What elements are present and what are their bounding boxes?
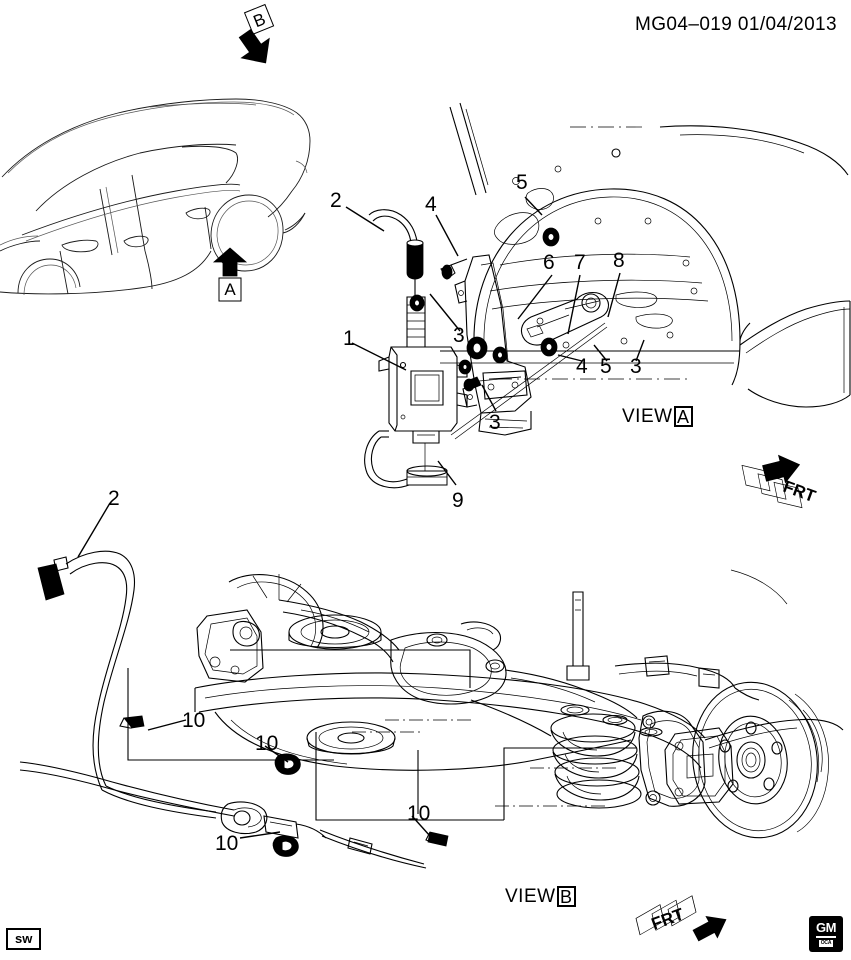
- callout-6: 6: [543, 251, 555, 274]
- clip-10-c: [272, 835, 299, 857]
- gm-logo: GM OCA: [809, 916, 843, 952]
- gm-logo-text: GM: [816, 920, 836, 935]
- clip-10-a: [119, 715, 145, 729]
- fastener-7: [466, 336, 488, 360]
- section-marker-b: B: [225, 3, 297, 70]
- view-b-cable-assembly: [19, 530, 520, 870]
- view-a-leader-lines: [320, 165, 740, 525]
- fastener-4-lower: [458, 359, 472, 375]
- frt-orientation-marker-view-b: FRT: [632, 892, 740, 950]
- fastener-4-upper: [440, 258, 468, 280]
- fastener-3-lower: [540, 337, 558, 357]
- callout-7: 7: [574, 251, 586, 274]
- callout-4-upper: 4: [425, 193, 437, 216]
- callout-3-mid: 3: [489, 411, 501, 434]
- section-marker-a: A: [206, 247, 254, 304]
- brake-rotor: [692, 681, 818, 839]
- fastener-3-mid: [463, 376, 482, 392]
- callout-8: 8: [613, 249, 625, 272]
- view-b-leader-lines: [100, 640, 700, 880]
- view-a-label-letter: A: [673, 406, 693, 427]
- fastener-3-upper: [409, 294, 425, 312]
- callout-5-upper: 5: [516, 171, 528, 194]
- callout-3-upper: 3: [453, 324, 465, 347]
- view-a-parts-assembly: [355, 185, 675, 505]
- callout-4-lower: 4: [576, 355, 588, 378]
- view-b-label-text: VIEW: [505, 886, 556, 907]
- view-b-label-letter: B: [556, 886, 576, 907]
- callout-2-leader-view-b: [60, 495, 140, 565]
- coil-spring: [550, 713, 642, 809]
- callout-2-view-a: 2: [330, 189, 342, 212]
- svg-text:FRT: FRT: [781, 477, 819, 506]
- view-a-body-structure: [440, 95, 851, 435]
- view-a-label-text: VIEW: [622, 406, 673, 427]
- frt-orientation-marker-view-a: FRT: [736, 454, 844, 513]
- callout-5-lower: 5: [600, 355, 612, 378]
- sheet-tag: sw: [6, 928, 42, 950]
- callout-3-lower: 3: [630, 355, 642, 378]
- document-code: MG04–019 01/04/2013: [635, 14, 837, 35]
- view-a-label: VIEW A: [622, 406, 693, 427]
- callout-10-c: 10: [215, 832, 239, 855]
- svg-text:A: A: [224, 280, 236, 299]
- callout-10-b: 10: [255, 732, 279, 755]
- callout-10-d: 10: [407, 802, 431, 825]
- view-b-rear-suspension: [175, 569, 851, 900]
- svg-text:FRT: FRT: [649, 904, 687, 933]
- gm-logo-divider: [816, 936, 836, 938]
- fastener-5-lower: [492, 346, 508, 364]
- vehicle-illustration: [0, 55, 320, 305]
- callout-2-view-b: 2: [108, 487, 120, 510]
- gm-logo-subtext: OCA: [818, 940, 834, 947]
- view-b-label: VIEW B: [505, 886, 576, 907]
- callout-1-view-a: 1: [343, 327, 355, 350]
- fastener-5-upper: [542, 227, 560, 247]
- callout-9: 9: [452, 489, 464, 512]
- callout-10-a: 10: [182, 709, 206, 732]
